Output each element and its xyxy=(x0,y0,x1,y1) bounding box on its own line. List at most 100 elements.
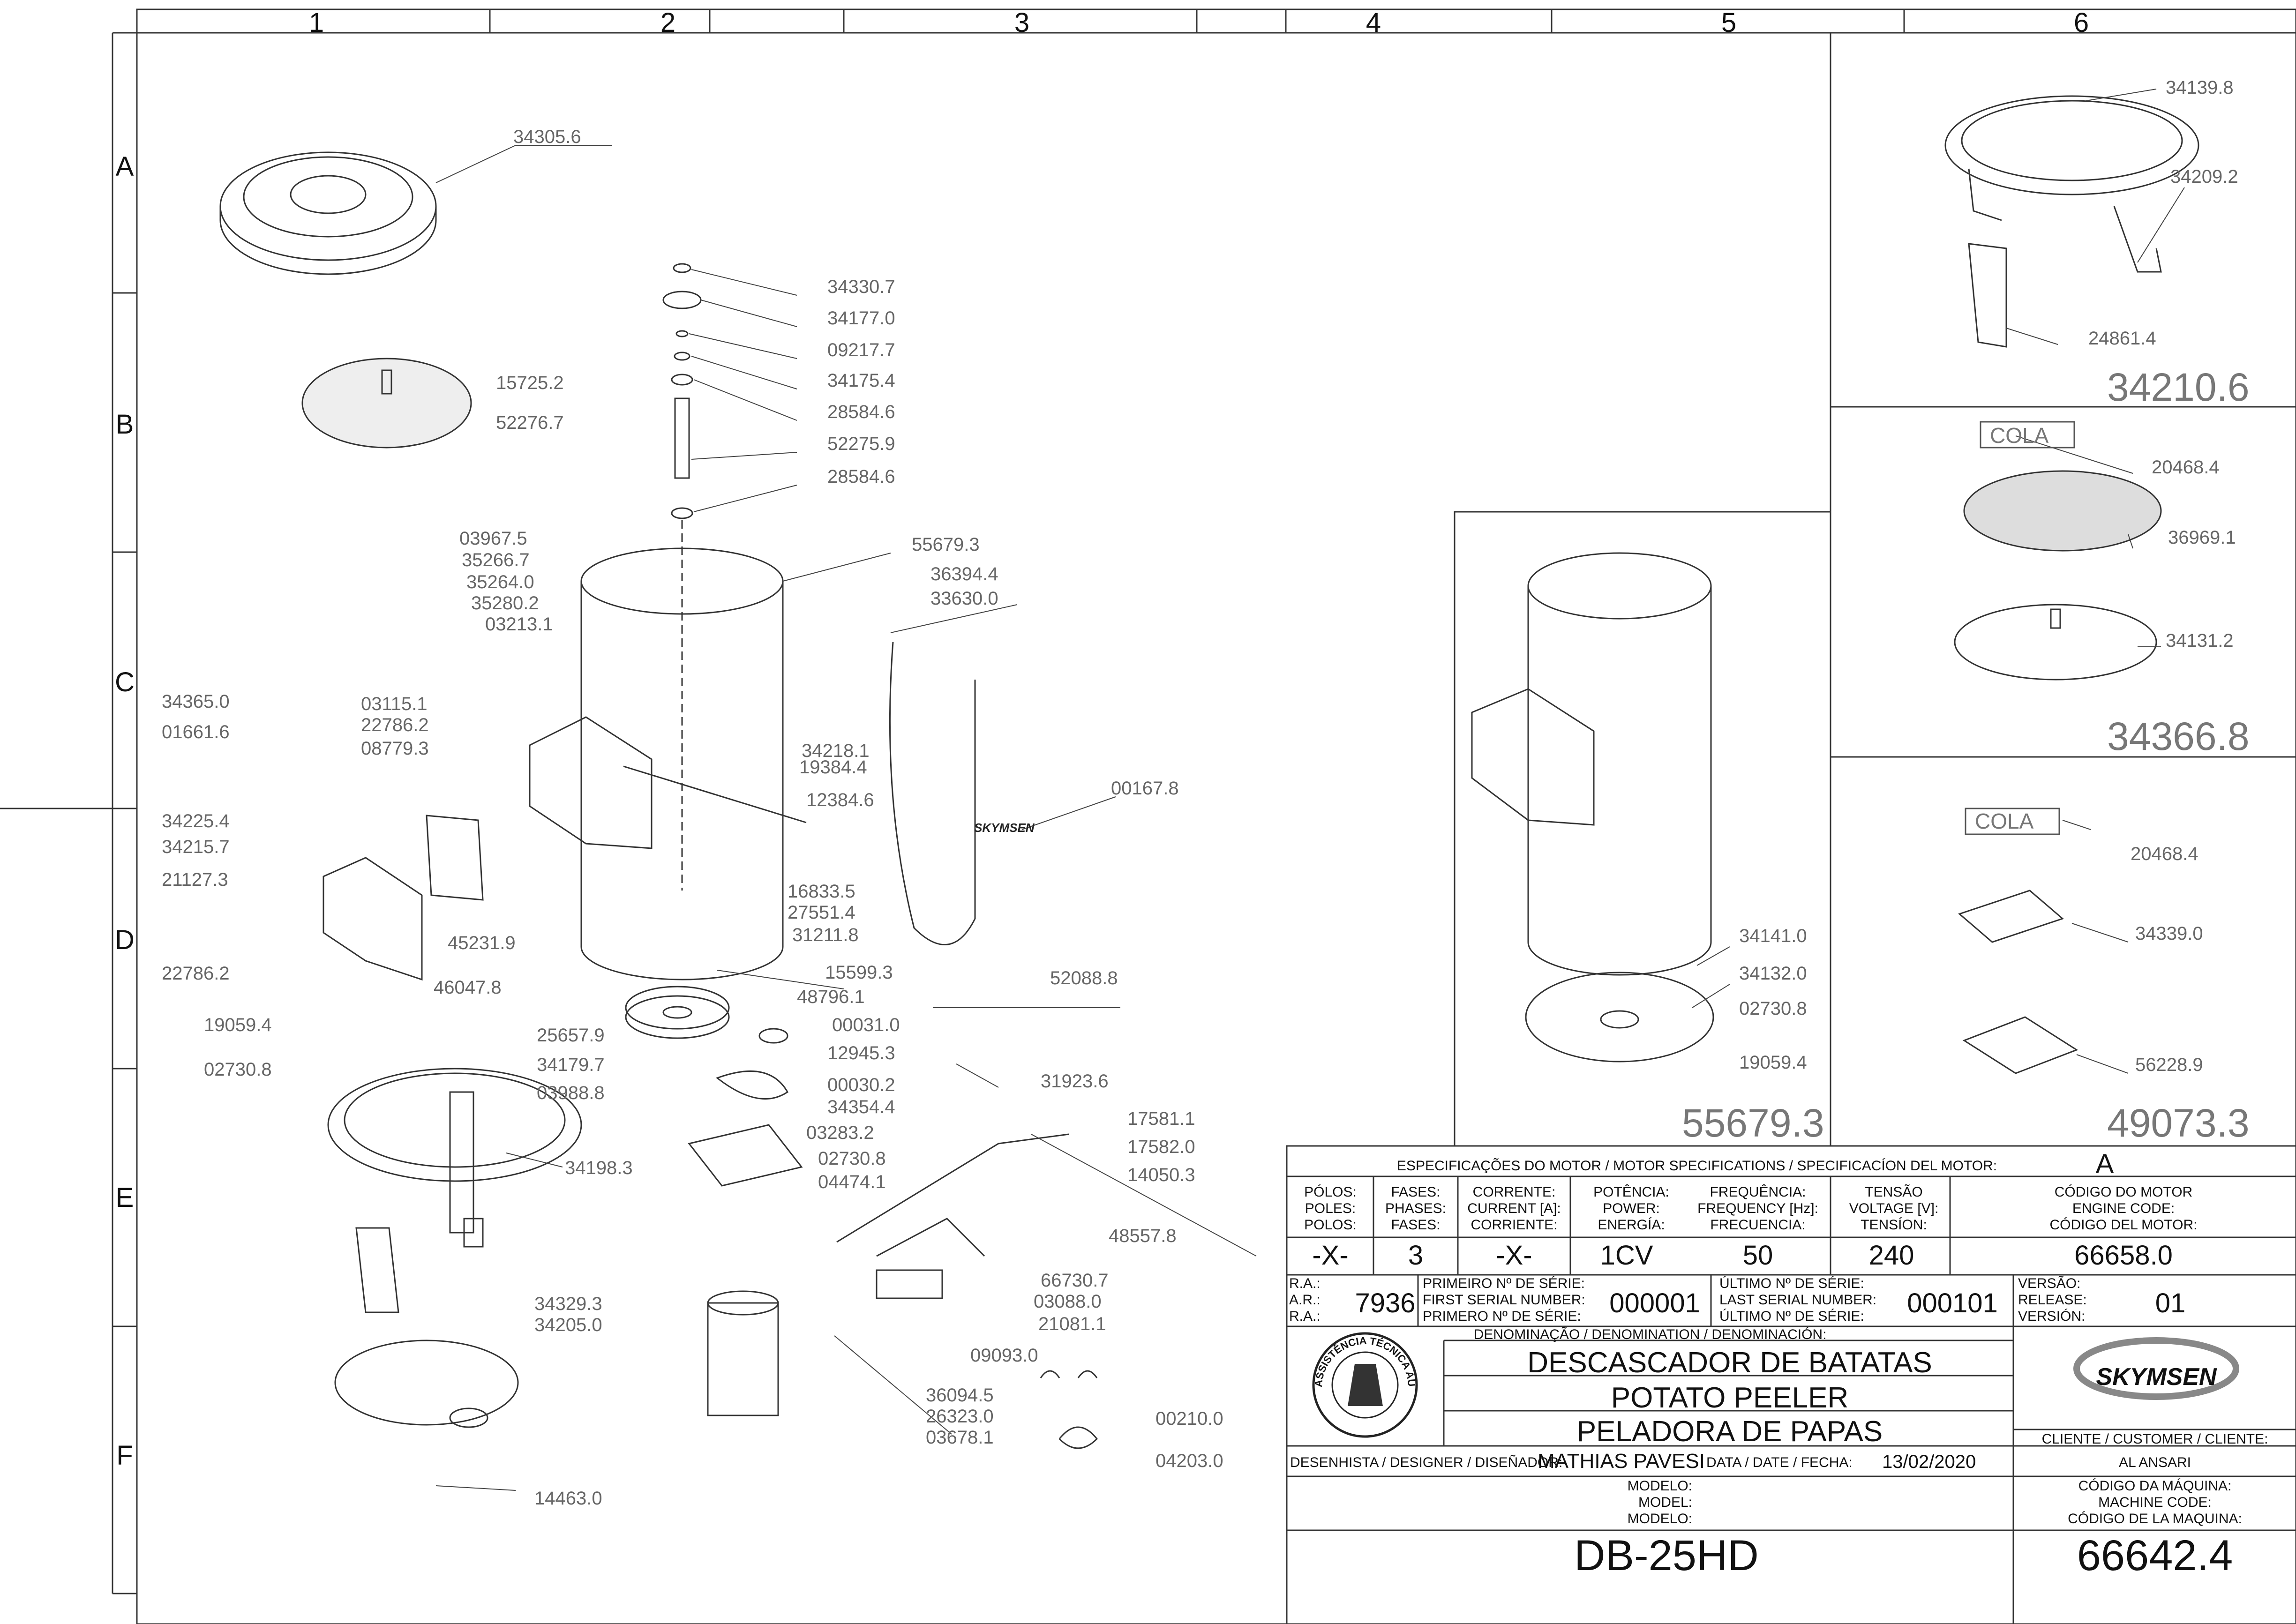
part-label: 12945.3 xyxy=(827,1043,895,1063)
first-serial-value: 000001 xyxy=(1609,1288,1700,1318)
part-label: 12384.6 xyxy=(806,790,874,810)
part-label: 03213.1 xyxy=(485,614,553,635)
denomination-en: POTATO PEELER xyxy=(1611,1382,1848,1414)
part-label: 21081.1 xyxy=(1038,1314,1106,1334)
part-label: 31211.8 xyxy=(792,925,859,945)
part-label: 34175.4 xyxy=(827,370,895,391)
grid-row-f: F xyxy=(116,1440,133,1471)
part-label: 09217.7 xyxy=(827,340,895,360)
designer-label: DESENHISTA / DESIGNER / DISEÑADOR: xyxy=(1290,1454,1562,1470)
part-label: 22786.2 xyxy=(361,715,429,735)
part-label: 31923.6 xyxy=(1041,1071,1109,1092)
part-label: 21127.3 xyxy=(162,869,228,890)
part-label: 34177.0 xyxy=(827,308,895,329)
part-labels: 34305.6 34330.7 34177.0 09217.7 34175.4 … xyxy=(162,77,2238,1509)
date-value: 13/02/2020 xyxy=(1882,1452,1976,1472)
grid-row-b: B xyxy=(116,409,134,440)
part-label: 19059.4 xyxy=(204,1015,272,1035)
model-label: MODEL: xyxy=(1638,1495,1692,1510)
version-value: 01 xyxy=(2155,1288,2186,1318)
part-label: 02730.8 xyxy=(1739,998,1807,1019)
part-label: 09093.0 xyxy=(970,1345,1038,1366)
cola-note: COLA xyxy=(1975,809,2034,833)
engine-code-label: ENGINE CODE: xyxy=(2072,1201,2175,1216)
part-label: 03988.8 xyxy=(537,1083,605,1103)
machine-code-label: MACHINE CODE: xyxy=(2098,1495,2212,1510)
part-label: 17582.0 xyxy=(1127,1137,1195,1157)
frequency-label: FREQUENCY [Hz]: xyxy=(1697,1201,1818,1216)
part-illustrations xyxy=(219,95,2199,1449)
model-label: MODELO: xyxy=(1628,1511,1692,1527)
last-serial-label: LAST SERIAL NUMBER: xyxy=(1719,1292,1876,1308)
part-label: 04203.0 xyxy=(1156,1451,1223,1471)
first-serial-label: FIRST SERIAL NUMBER: xyxy=(1423,1292,1585,1308)
power-label: POWER: xyxy=(1603,1201,1660,1216)
engine-code-label: CÓDIGO DO MOTOR xyxy=(2055,1184,2192,1200)
part-label: 55679.3 xyxy=(912,534,980,555)
part-label: 22786.2 xyxy=(162,963,230,984)
part-label: 56228.9 xyxy=(2135,1055,2203,1075)
ra-label: R.A.: xyxy=(1289,1309,1321,1324)
last-serial-value: 000101 xyxy=(1907,1288,1998,1318)
part-label: 00167.8 xyxy=(1111,778,1179,799)
last-serial-label: ÚLTIMO Nº DE SÉRIE: xyxy=(1719,1309,1864,1324)
voltage-label: TENSÃO xyxy=(1865,1184,1922,1200)
logo-wordmark: SKYMSEN xyxy=(2096,1363,2217,1391)
denomination-pt: DESCASCADOR DE BATATAS xyxy=(1527,1347,1932,1379)
grid-column-2: 2 xyxy=(660,7,675,38)
grid-row-a: A xyxy=(116,151,134,182)
part-label: 34141.0 xyxy=(1739,926,1807,946)
part-label: 03283.2 xyxy=(806,1123,874,1143)
part-label: 34329.3 xyxy=(534,1294,602,1314)
date-label: DATA / DATE / FECHA: xyxy=(1706,1455,1853,1470)
assembly-label: 55679.3 xyxy=(1682,1101,1824,1145)
part-label: 45231.9 xyxy=(448,933,516,953)
part-label: 34225.4 xyxy=(162,811,230,831)
part-label: 20468.4 xyxy=(2152,457,2220,478)
power-label: POTÊNCIA: xyxy=(1593,1184,1669,1200)
skymsen-logo: SKYMSEN xyxy=(2073,1337,2239,1400)
grid-column-1: 1 xyxy=(309,7,324,38)
voltage-label: TENSÍON: xyxy=(1861,1217,1927,1233)
version-label: VERSÃO: xyxy=(2018,1275,2080,1291)
part-label: 34139.8 xyxy=(2166,77,2234,98)
denomination-label: DENOMINAÇÃO / DENOMINATION / DENOMINACIÓ… xyxy=(1474,1326,1827,1342)
part-label: 34330.7 xyxy=(827,277,895,297)
last-serial-label: ÚLTIMO Nº DE SÉRIE: xyxy=(1719,1276,1864,1291)
motor-spec-header: ESPECIFICAÇÕES DO MOTOR / MOTOR SPECIFIC… xyxy=(1397,1158,1997,1174)
machine-code-value: 66642.4 xyxy=(2077,1532,2233,1579)
part-label: 14050.3 xyxy=(1127,1165,1195,1185)
machine-code-label: CÓDIGO DA MÁQUINA: xyxy=(2078,1478,2232,1494)
part-label: 02730.8 xyxy=(818,1148,886,1169)
part-label: 27551.4 xyxy=(788,902,855,923)
part-label: 17581.1 xyxy=(1127,1108,1195,1129)
part-label: 33630.0 xyxy=(930,588,998,609)
denomination-es: PELADORA DE PAPAS xyxy=(1577,1415,1883,1448)
designer-value: MATHIAS PAVESI xyxy=(1538,1450,1705,1473)
part-label: 15599.3 xyxy=(825,962,893,983)
grid-row-c: C xyxy=(115,667,135,697)
frequency-label: FREQUÊNCIA: xyxy=(1710,1184,1806,1200)
part-label: 16833.5 xyxy=(788,881,855,902)
voltage-label: VOLTAGE [V]: xyxy=(1849,1201,1939,1216)
leader-lines xyxy=(435,89,2185,1491)
ra-label: R.A.: xyxy=(1289,1276,1321,1291)
part-label: 48557.8 xyxy=(1109,1226,1177,1246)
part-label: 46047.8 xyxy=(434,977,502,998)
part-label: 01661.6 xyxy=(162,722,230,742)
phases-label: FASES: xyxy=(1391,1184,1440,1200)
current-label: CORRENTE: xyxy=(1473,1184,1556,1200)
customer-label: CLIENTE / CUSTOMER / CLIENTE: xyxy=(2042,1431,2268,1447)
part-label: 48796.1 xyxy=(797,987,865,1007)
power-label: ENERGÍA: xyxy=(1598,1217,1665,1233)
part-label: 34354.4 xyxy=(827,1097,895,1117)
first-serial-label: PRIMERO Nº DE SÉRIE: xyxy=(1423,1309,1581,1324)
title-block-lines xyxy=(1286,1145,2296,1624)
part-label: 03967.5 xyxy=(459,528,527,549)
version-label: RELEASE: xyxy=(2018,1292,2087,1308)
part-label: 36394.4 xyxy=(930,564,998,584)
part-label: 34218.1 xyxy=(802,741,870,761)
part-label: 28584.6 xyxy=(827,466,895,487)
model-label: MODELO: xyxy=(1628,1478,1692,1494)
part-label: 34132.0 xyxy=(1739,963,1807,984)
